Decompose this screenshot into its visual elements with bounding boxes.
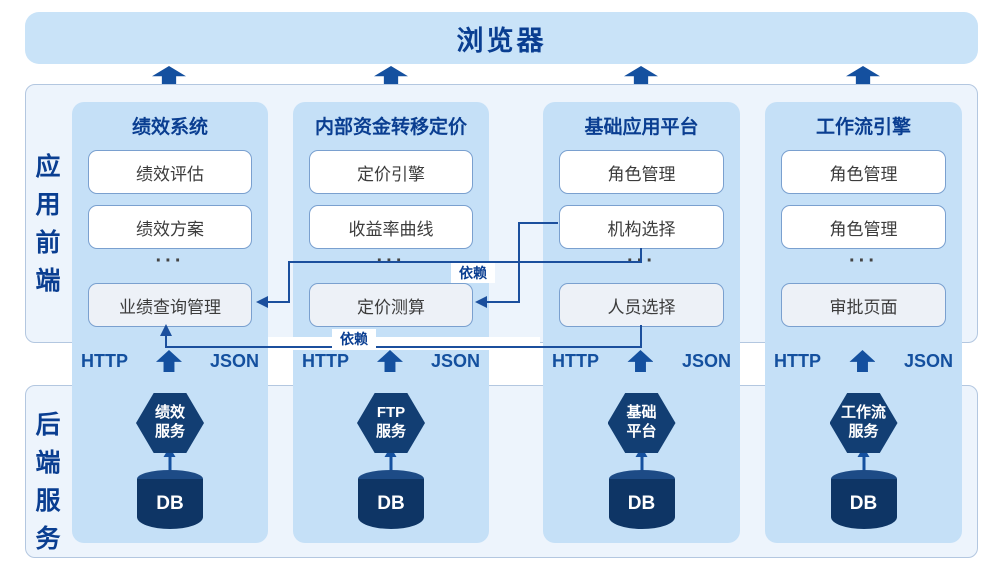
module-box: 绩效评估: [88, 150, 252, 194]
db-label: DB: [608, 479, 675, 529]
edge-person-to-query: [165, 335, 167, 348]
edge-org-to-query: [267, 301, 290, 303]
module-box: 角色管理: [559, 150, 724, 194]
db-label: DB: [137, 479, 203, 529]
column-workflow-engine: 工作流引擎 角色管理 角色管理 ··· 审批页面 HTTP JSON 工作流 服…: [765, 102, 962, 543]
service-hexagon: 绩效 服务: [136, 393, 204, 453]
up-arrow-icon: [624, 66, 658, 85]
arrowhead-icon: [475, 296, 487, 308]
column-base-platform: 基础应用平台 角色管理 机构选择 ··· 人员选择 HTTP JSON 基础 平…: [543, 102, 740, 543]
up-arrow-icon: [374, 66, 408, 85]
module-box: 角色管理: [781, 150, 946, 194]
up-arrow-icon: [152, 66, 186, 85]
module-box: 人员选择: [559, 283, 724, 327]
service-name-line: FTP: [376, 404, 406, 422]
up-arrow-icon: [155, 350, 182, 372]
service-name-line: 工作流: [840, 404, 886, 422]
http-label: HTTP: [552, 350, 599, 371]
module-box: 定价测算: [309, 283, 473, 327]
column-title: 绩效系统: [131, 117, 208, 138]
http-label: HTTP: [302, 350, 349, 371]
up-arrow-icon: [376, 350, 403, 372]
json-label: JSON: [209, 350, 259, 371]
dependency-label: 依赖: [332, 329, 376, 349]
db-label: DB: [830, 479, 897, 529]
edge-person-to-query: [165, 346, 642, 348]
module-box: 机构选择: [559, 205, 724, 249]
database-cylinder: DB: [137, 470, 203, 530]
module-box: 收益率曲线: [309, 205, 473, 249]
edge-org-to-pricing: [518, 222, 558, 224]
arrowhead-icon: [256, 296, 268, 308]
service-hexagon: 工作流 服务: [829, 393, 898, 453]
column-title: 基础应用平台: [584, 117, 699, 138]
arrowhead-icon: [160, 324, 172, 336]
edge-org-to-pricing: [486, 301, 520, 303]
frontend-section-label: 应用前端: [32, 153, 60, 305]
up-arrow-icon: [627, 350, 654, 372]
column-ftp-pricing: 内部资金转移定价 定价引擎 收益率曲线 ··· 定价测算 HTTP JSON F…: [293, 102, 489, 543]
service-name-line: 平台: [626, 423, 657, 440]
dependency-label: 依赖: [451, 263, 495, 283]
column-title: 内部资金转移定价: [314, 117, 467, 138]
column-performance-system: 绩效系统 绩效评估 绩效方案 ··· 业绩查询管理 HTTP JSON 绩效 服…: [72, 102, 268, 543]
database-cylinder: DB: [358, 470, 424, 530]
edge-org-to-query: [288, 261, 642, 263]
up-arrow-icon: [849, 350, 876, 372]
edge-org-to-query: [640, 248, 642, 263]
module-box: 审批页面: [781, 283, 946, 327]
module-box: 绩效方案: [88, 205, 252, 249]
database-cylinder: DB: [830, 470, 897, 530]
column-title: 工作流引擎: [815, 117, 911, 138]
protocol-row: HTTP JSON: [293, 348, 489, 374]
json-label: JSON: [681, 350, 731, 371]
service-name-line: 服务: [154, 423, 185, 440]
service-hexagon: 基础 平台: [607, 393, 676, 453]
service-name-line: 基础: [626, 404, 657, 422]
module-box: 业绩查询管理: [88, 283, 252, 327]
http-label: HTTP: [774, 350, 821, 371]
edge-gap-band: [268, 337, 540, 350]
json-label: JSON: [430, 350, 480, 371]
protocol-row: HTTP JSON: [543, 348, 740, 374]
http-label: HTTP: [81, 350, 128, 371]
ellipsis: ···: [849, 250, 878, 272]
up-arrow-icon: [846, 66, 880, 85]
service-hexagon: FTP 服务: [357, 393, 425, 453]
db-label: DB: [358, 479, 424, 529]
module-box: 角色管理: [781, 205, 946, 249]
database-cylinder: DB: [608, 470, 675, 530]
service-name-line: 服务: [375, 423, 406, 440]
protocol-row: HTTP JSON: [72, 348, 268, 374]
protocol-row: HTTP JSON: [765, 348, 962, 374]
backend-section-label: 后端服务: [32, 411, 60, 563]
module-box: 定价引擎: [309, 150, 473, 194]
ellipsis: ···: [155, 250, 185, 272]
service-name-line: 服务: [848, 423, 879, 440]
browser-banner: 浏览器: [25, 12, 978, 64]
json-label: JSON: [903, 350, 953, 371]
service-name-line: 绩效: [154, 404, 185, 422]
edge-org-to-query: [288, 261, 290, 302]
edge-person-to-query: [640, 325, 642, 348]
